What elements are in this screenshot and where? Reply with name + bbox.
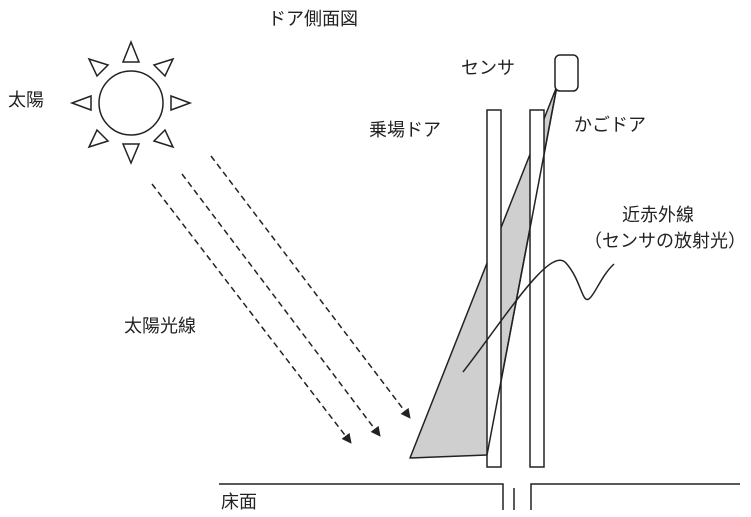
sunlight-ray-1: [151, 183, 352, 444]
sun-label: 太陽: [8, 90, 44, 111]
sun-ray-right: [170, 94, 193, 112]
floor-right: [530, 483, 740, 510]
car-door-label: かごドア: [574, 115, 646, 136]
sunlight-ray-2: [181, 173, 381, 437]
sun-ray-top: [121, 39, 141, 63]
sun-ray-bottom-right: [152, 128, 175, 149]
sensor-label: センサ: [461, 58, 515, 79]
landing-door-label: 乗場ドア: [369, 120, 441, 141]
floor-lines: [219, 483, 740, 510]
sunlight-rays: [151, 155, 411, 444]
sunlight-ray-3: [210, 155, 411, 419]
sun-ray-bottom-left: [87, 128, 110, 149]
sun-ray-top-left: [87, 57, 110, 78]
infrared-leader-line: [462, 259, 615, 373]
sun-ray-top-right: [152, 57, 175, 78]
sun-ray-left: [69, 94, 92, 112]
infrared-label-line2: （センサの放射光）: [584, 231, 746, 252]
sensor-box: [554, 54, 579, 92]
landing-door: [486, 109, 502, 468]
diagram-title: ドア側面図: [268, 9, 358, 30]
car-door: [529, 109, 545, 468]
infrared-beam-edges: [486, 85, 558, 456]
infrared-label-line1: 近赤外線: [622, 205, 694, 226]
sun-disc: [98, 70, 164, 136]
sun-ray-bottom: [121, 143, 141, 165]
sunlight-label: 太陽光線: [124, 316, 196, 337]
floor-left: [219, 483, 504, 510]
floor-label: 床面: [221, 492, 257, 513]
sun-icon: [69, 39, 193, 165]
